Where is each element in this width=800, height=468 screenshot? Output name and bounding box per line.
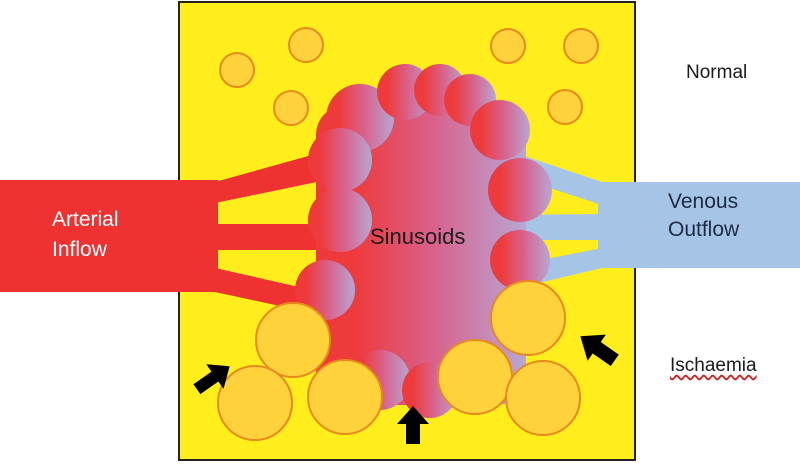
ischaemic-cells — [217, 280, 581, 441]
swollen-cell — [307, 359, 383, 435]
swollen-cell — [437, 339, 513, 415]
black-arrow-icon — [193, 364, 230, 395]
arterial-channel-middle — [215, 224, 330, 250]
arterial-label-line2: Inflow — [52, 238, 107, 261]
sinusoid-cloud — [295, 64, 552, 418]
venous-outflow-label: Venous Outflow — [668, 188, 739, 244]
normal-cell — [490, 28, 526, 64]
swollen-cell — [217, 365, 293, 441]
arterial-label-line1: Arterial — [52, 208, 119, 231]
arterial-channel-upper — [215, 150, 336, 203]
sinusoids-label: Sinusoids — [370, 224, 466, 249]
venous-block — [598, 182, 800, 268]
normal-cell — [288, 27, 324, 63]
normal-cell — [273, 90, 309, 126]
normal-cell — [563, 28, 599, 64]
black-arrow-icon — [580, 334, 619, 367]
normal-cell — [219, 52, 255, 88]
venous-label-line2: Outflow — [668, 218, 740, 241]
pressure-arrows — [193, 334, 619, 444]
normal-cell — [547, 89, 583, 125]
venous-label-line1: Venous — [668, 190, 739, 213]
arterial-inflow — [0, 150, 336, 316]
normal-label: Normal — [686, 62, 748, 83]
normal-cells — [219, 27, 599, 126]
swollen-cell — [490, 280, 566, 356]
arterial-block — [0, 180, 218, 292]
swollen-cell — [505, 360, 581, 436]
ischaemia-label: Ischaemia — [670, 355, 757, 376]
black-arrow-icon — [397, 406, 429, 444]
swollen-cell — [255, 302, 331, 378]
arterial-inflow-label: Arterial Inflow — [52, 205, 119, 265]
